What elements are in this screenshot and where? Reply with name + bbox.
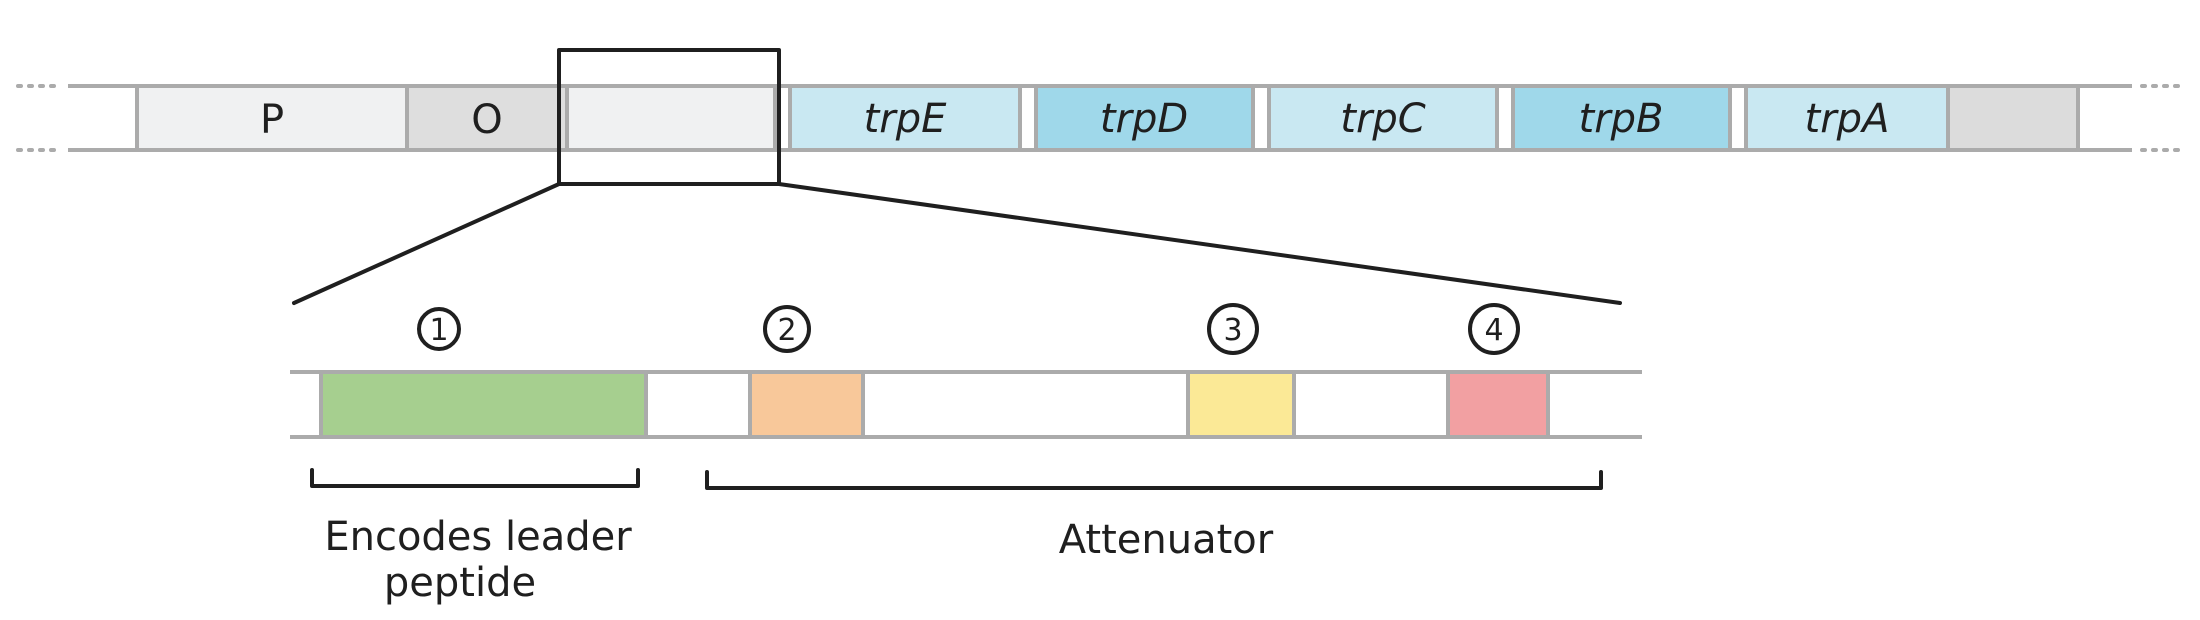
- region-3-number: 3: [1223, 313, 1242, 348]
- region-1-circle: [417, 307, 461, 351]
- region-2-marker: 2: [763, 305, 811, 353]
- promoter-label: P: [260, 97, 284, 143]
- zoom-line-right: [777, 182, 1622, 305]
- zoom-line-left: [292, 182, 561, 305]
- gene-label-trpB: trpB: [1579, 96, 1664, 142]
- region-4-number: 4: [1484, 313, 1503, 348]
- region-4-segment: [1446, 370, 1550, 439]
- region-2-circle: [763, 305, 811, 353]
- gene-trpC-segment: [1267, 84, 1499, 152]
- region-4-circle: [1468, 303, 1520, 355]
- gene-label-trpE: trpE: [864, 96, 948, 142]
- downstream-segment: [1946, 84, 2080, 152]
- gene-trpD-segment: [1034, 84, 1255, 152]
- region-3-marker: 3: [1207, 303, 1259, 355]
- gene-label-trpA: trpA: [1805, 96, 1890, 142]
- zoom-callout: [292, 48, 1622, 305]
- region-4-marker: 4: [1468, 303, 1520, 355]
- region-1-marker: 1: [417, 307, 461, 351]
- region-1-segment: [319, 370, 648, 439]
- region-3-circle: [1207, 303, 1259, 355]
- operon-strand: P O trpE trpD trpC trpB trpA: [16, 84, 2184, 152]
- gene-label-trpD: trpD: [1100, 96, 1188, 142]
- gene-trpA-segment: [1744, 84, 1950, 152]
- leader-peptide-annotation: Encodes leader peptide: [310, 468, 640, 606]
- gene-label-trpC: trpC: [1340, 96, 1426, 142]
- gene-trpE-segment: [788, 84, 1022, 152]
- region-1-number: 1: [429, 313, 448, 348]
- leader-strand: 1 2 3 4: [290, 303, 1642, 439]
- region-2-number: 2: [777, 313, 796, 348]
- leader-peptide-label-line2: peptide: [384, 560, 536, 606]
- gene-trpB-segment: [1511, 84, 1732, 152]
- operator-label: O: [471, 97, 502, 143]
- region-3-segment: [1186, 370, 1296, 439]
- attenuator-annotation: Attenuator: [705, 470, 1603, 563]
- leader-peptide-bracket: [310, 468, 640, 488]
- promoter-segment: [135, 84, 409, 152]
- leader-peptide-label-line1: Encodes leader: [324, 514, 632, 560]
- attenuator-label: Attenuator: [1059, 517, 1274, 563]
- zoom-box: [557, 48, 781, 186]
- leader-region-segment: [565, 84, 777, 152]
- region-2-segment: [748, 370, 865, 439]
- attenuator-bracket: [705, 470, 1603, 490]
